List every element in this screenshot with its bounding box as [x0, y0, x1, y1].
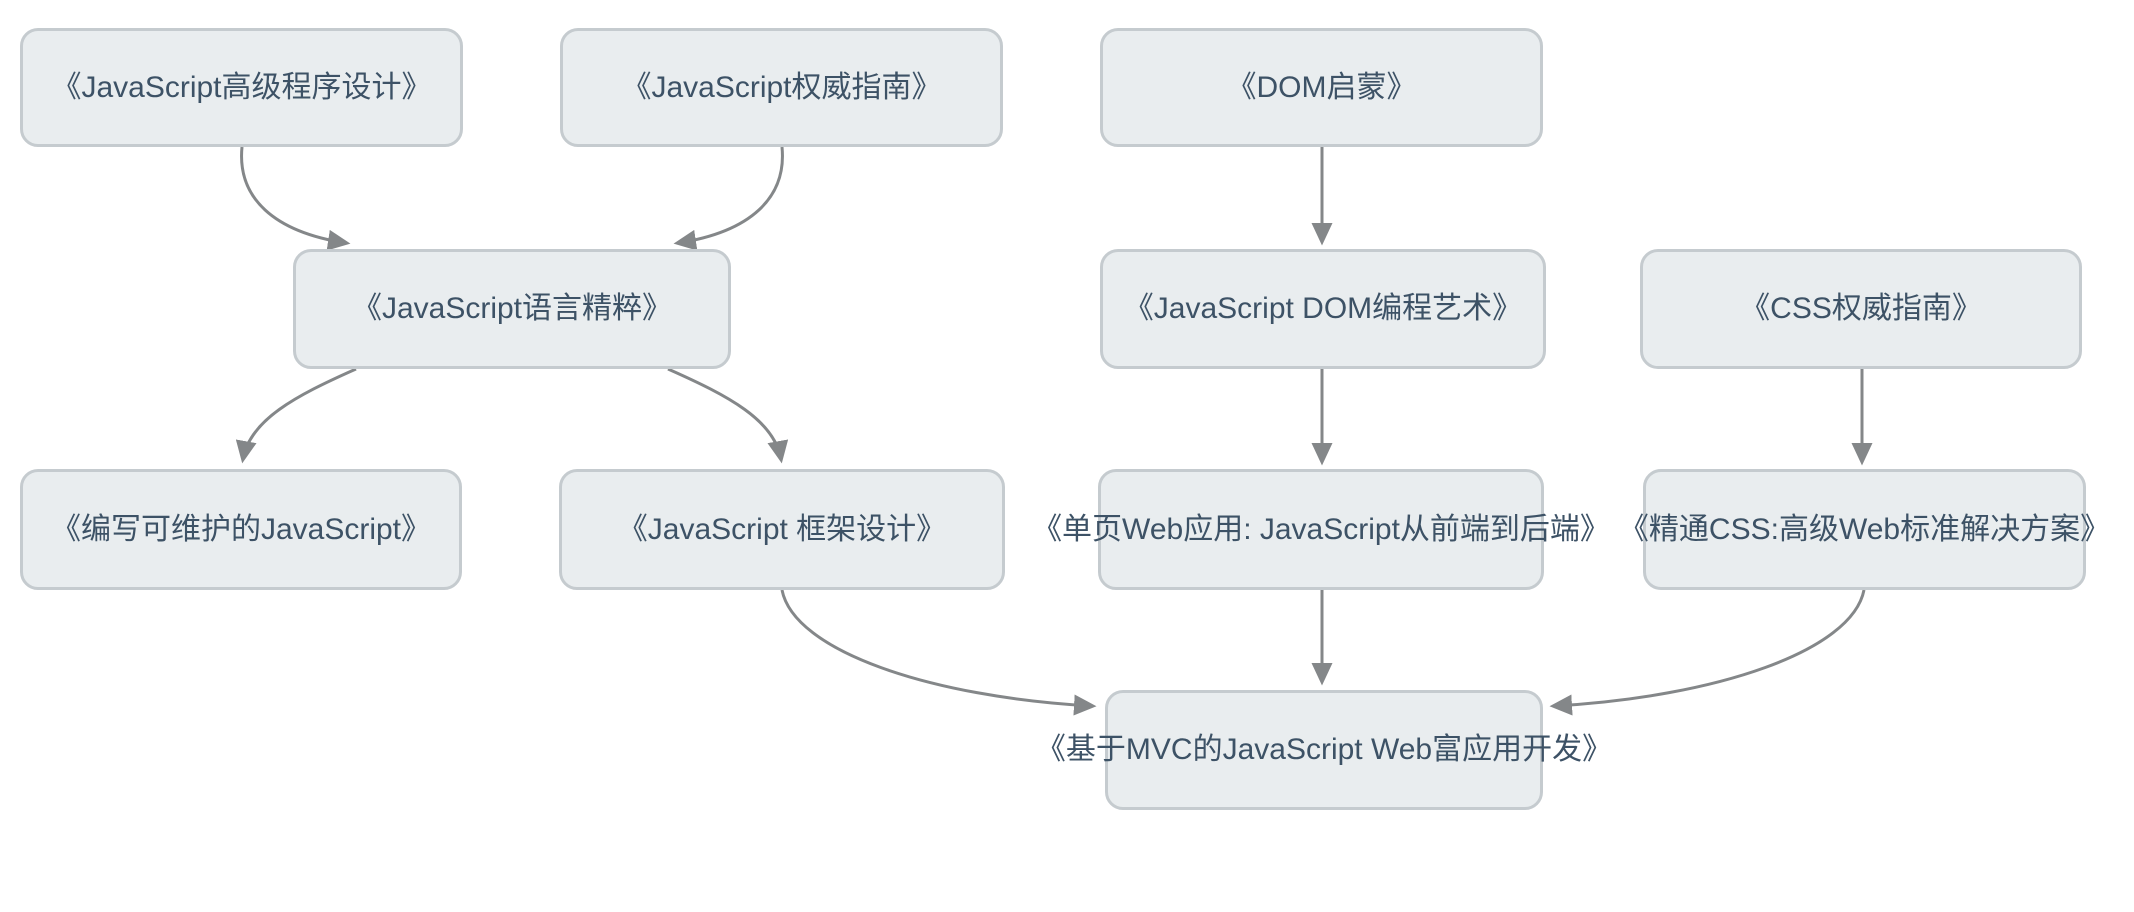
node-label: 《单页Web应用: JavaScript从前端到后端》 [1032, 512, 1610, 546]
node-label: 《DOM启蒙》 [1226, 70, 1417, 104]
node-label: 《JavaScript 框架设计》 [617, 512, 947, 546]
edge-css-mastery-to-mvc-rich-app [1549, 589, 1866, 716]
edge-js-advanced-to-js-good-parts [240, 146, 351, 251]
node-label: 《编写可维护的JavaScript》 [50, 512, 432, 546]
edge-js-framework-design-to-mvc-rich-app [780, 589, 1097, 716]
node-dom-enlightenment: 《DOM启蒙》 [1100, 28, 1543, 147]
node-label: 《JavaScript DOM编程艺术》 [1123, 292, 1523, 325]
edge-js-definitive-to-js-good-parts [673, 146, 784, 251]
node-label: 《JavaScript权威指南》 [621, 70, 942, 104]
node-label: 《CSS权威指南》 [1740, 292, 1982, 325]
node-css-definitive: 《CSS权威指南》 [1640, 249, 2082, 369]
node-js-framework-design: 《JavaScript 框架设计》 [559, 469, 1005, 590]
node-spa-web-app: 《单页Web应用: JavaScript从前端到后端》 [1032, 469, 1610, 590]
node-js-definitive: 《JavaScript权威指南》 [560, 28, 1003, 147]
node-maintainable-js: 《编写可维护的JavaScript》 [20, 469, 462, 590]
node-js-dom-art: 《JavaScript DOM编程艺术》 [1100, 249, 1546, 369]
node-label: 《JavaScript高级程序设计》 [51, 70, 432, 104]
node-label: 《基于MVC的JavaScript Web富应用开发》 [1035, 733, 1613, 766]
edge-js-good-parts-to-js-framework-design [667, 367, 789, 464]
node-label: 《JavaScript语言精粹》 [351, 292, 673, 325]
node-js-good-parts: 《JavaScript语言精粹》 [293, 249, 731, 369]
edge-js-good-parts-to-maintainable-js [235, 367, 357, 464]
node-label: 《精通CSS:高级Web标准解决方案》 [1618, 512, 2111, 546]
node-css-mastery: 《精通CSS:高级Web标准解决方案》 [1619, 469, 2110, 590]
node-mvc-rich-app: 《基于MVC的JavaScript Web富应用开发》 [1036, 690, 1612, 810]
node-js-advanced: 《JavaScript高级程序设计》 [20, 28, 463, 147]
